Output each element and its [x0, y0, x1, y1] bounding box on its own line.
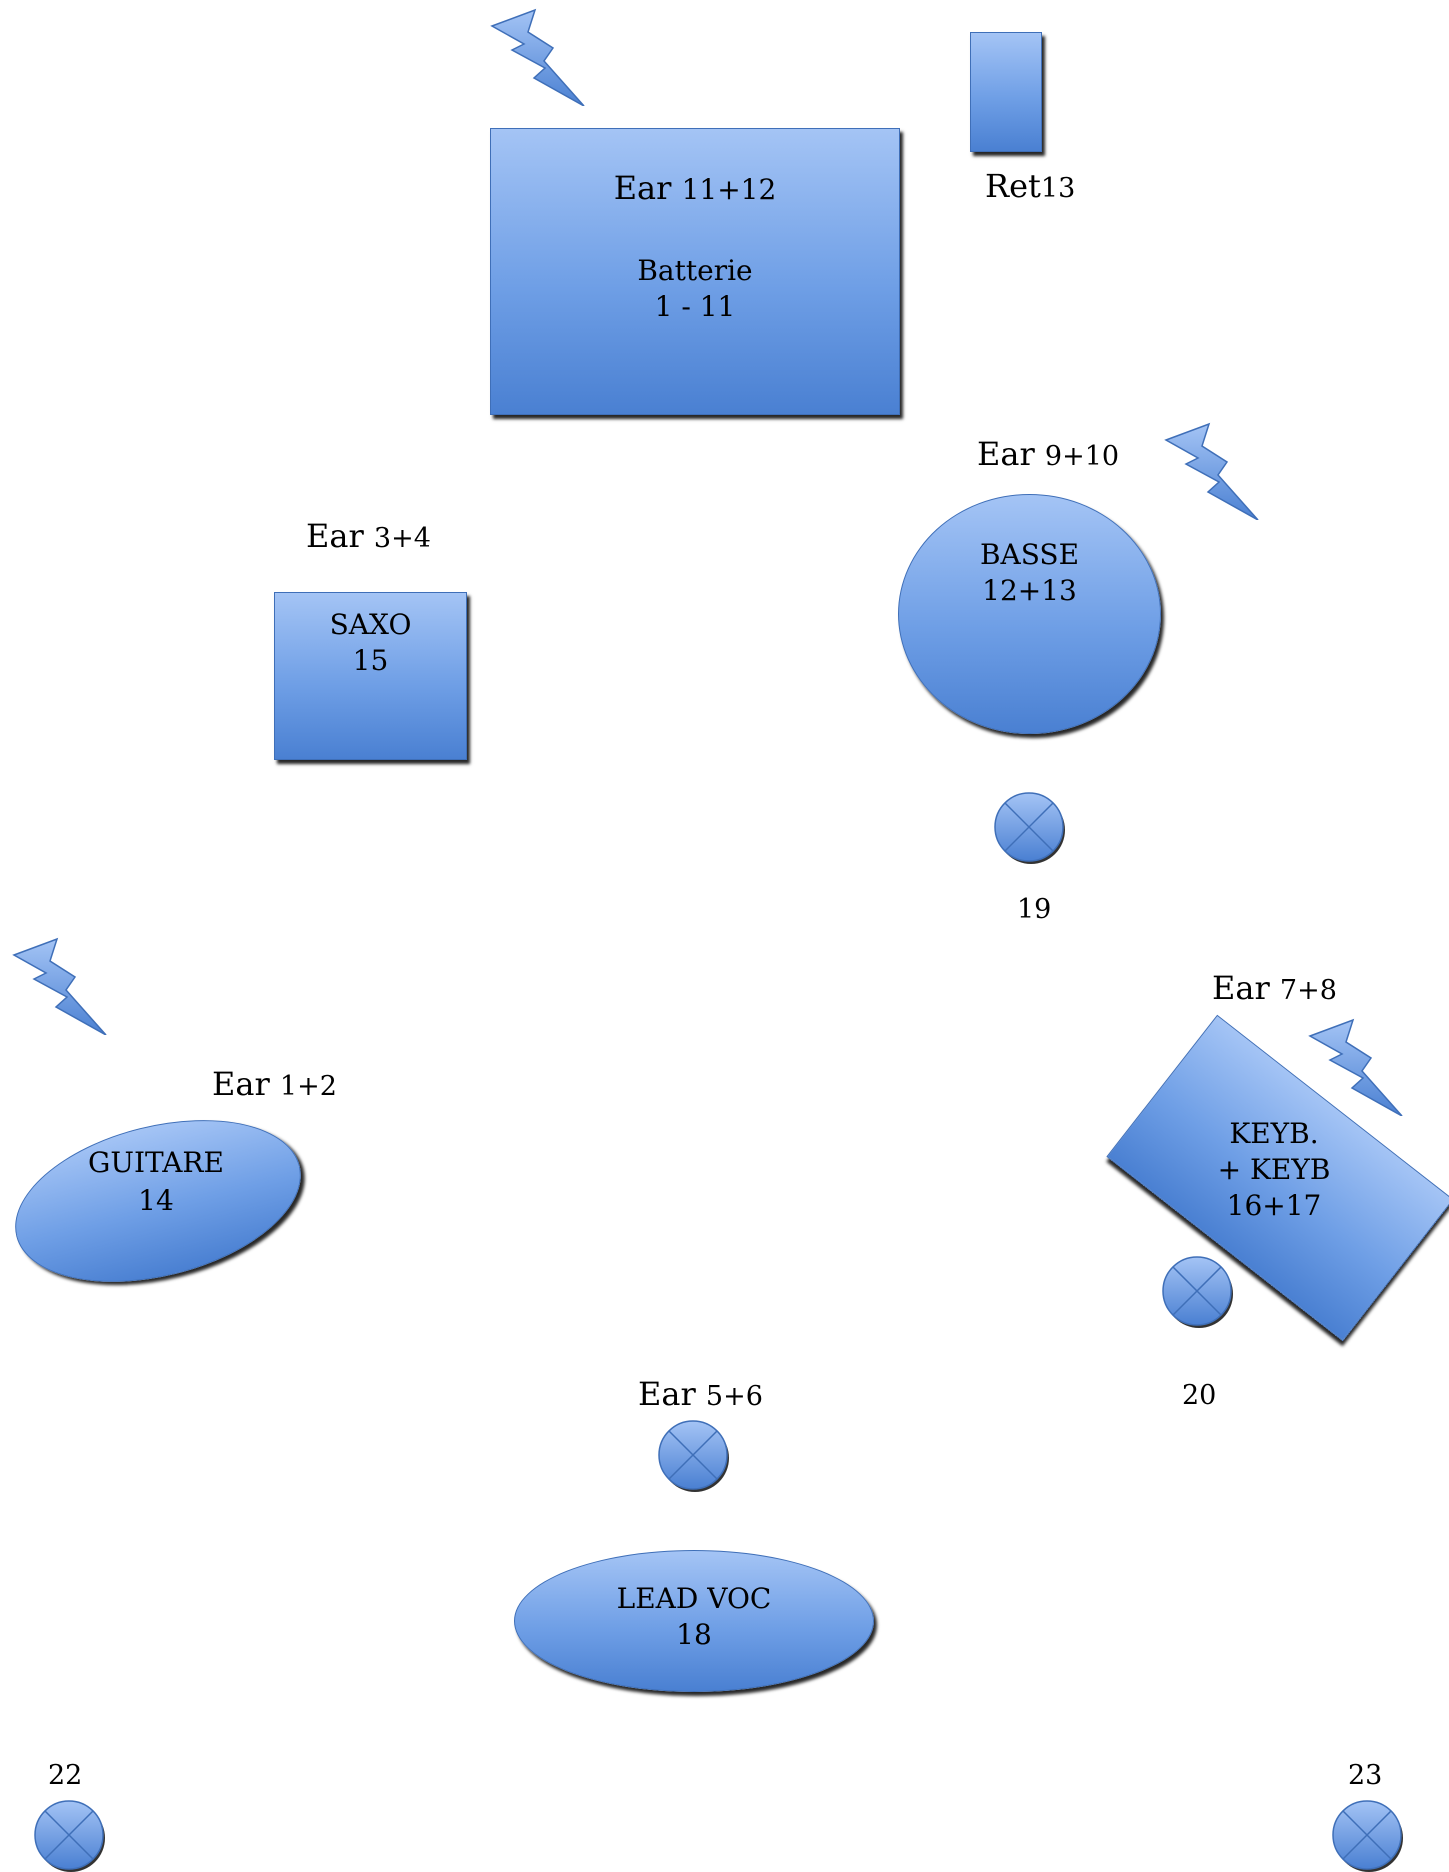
ear-number: 1+2 — [279, 1071, 337, 1102]
guitar-text: GUITARE 14 — [76, 1144, 236, 1220]
drums-name: Batterie — [637, 254, 753, 287]
power-bolt-icon — [1164, 422, 1259, 520]
ear-word: Ear — [613, 169, 672, 207]
keys-name: KEYB. — [1229, 1117, 1319, 1150]
keys-line2: + KEYB — [1217, 1153, 1331, 1186]
ear-number: 7+8 — [1279, 975, 1337, 1006]
monitor-22-label: 22 — [48, 1760, 83, 1791]
ear-word: Ear — [638, 1375, 696, 1413]
ear-word: Ear — [977, 435, 1035, 473]
bass-name: BASSE — [979, 538, 1080, 571]
monitor-23-label: 23 — [1348, 1760, 1383, 1791]
bass-circle: BASSE 12+13 — [898, 494, 1161, 734]
guitar-name: GUITARE — [88, 1146, 224, 1179]
ear-number: 3+4 — [373, 523, 431, 554]
ear-number: 9+10 — [1044, 441, 1120, 472]
guitar-ear-label: Ear 1+2 — [212, 1066, 337, 1105]
ear-number: 5+6 — [705, 1381, 763, 1412]
monitor-wedge-icon — [658, 1420, 729, 1492]
drums-channels: 1 - 11 — [654, 290, 736, 323]
ear-word: Ear — [212, 1065, 270, 1103]
lead-vocal-ellipse: LEAD VOC 18 — [514, 1550, 874, 1692]
lead-channels: 18 — [676, 1618, 712, 1651]
power-bolt-icon — [490, 8, 585, 106]
bass-ear-label: Ear 9+10 — [977, 436, 1119, 475]
return-number: 13 — [1040, 173, 1076, 204]
monitor-wedge-icon — [1332, 1800, 1403, 1872]
guitar-channels: 14 — [138, 1184, 174, 1217]
keys-ear-label: Ear 7+8 — [1212, 970, 1337, 1009]
monitor-19-label: 19 — [1017, 894, 1052, 925]
return-word: Ret — [985, 167, 1041, 205]
monitor-wedge-icon — [34, 1800, 105, 1872]
sax-name: SAXO — [329, 608, 412, 641]
ear-number: 11+12 — [681, 173, 777, 206]
monitor-20-label: 20 — [1182, 1380, 1217, 1411]
sax-channels: 15 — [352, 644, 389, 677]
ear-word: Ear — [306, 517, 364, 555]
keys-text: KEYB. + KEYB 16+17 — [1194, 1116, 1354, 1224]
return-monitor-box — [970, 32, 1042, 152]
monitor-wedge-icon — [994, 792, 1065, 864]
ear-word: Ear — [1212, 969, 1270, 1007]
bass-channels: 12+13 — [982, 574, 1077, 607]
sax-box: SAXO 15 — [274, 592, 467, 760]
drums-box: Ear 11+12 Batterie 1 - 11 — [490, 128, 900, 415]
return-label: Ret13 — [985, 168, 1075, 207]
monitor-wedge-icon — [1162, 1256, 1233, 1328]
lead-name: LEAD VOC — [616, 1582, 772, 1615]
drums-ear-label: Ear 11+12 — [491, 169, 899, 209]
stage-plot: Ear 11+12 Batterie 1 - 11 Ret13 Ear 9+10… — [0, 8, 1449, 1872]
lead-ear-label: Ear 5+6 — [638, 1376, 763, 1415]
sax-ear-label: Ear 3+4 — [306, 518, 431, 557]
power-bolt-icon — [1308, 1018, 1403, 1116]
keys-channels: 16+17 — [1226, 1189, 1322, 1222]
power-bolt-icon — [12, 937, 107, 1035]
